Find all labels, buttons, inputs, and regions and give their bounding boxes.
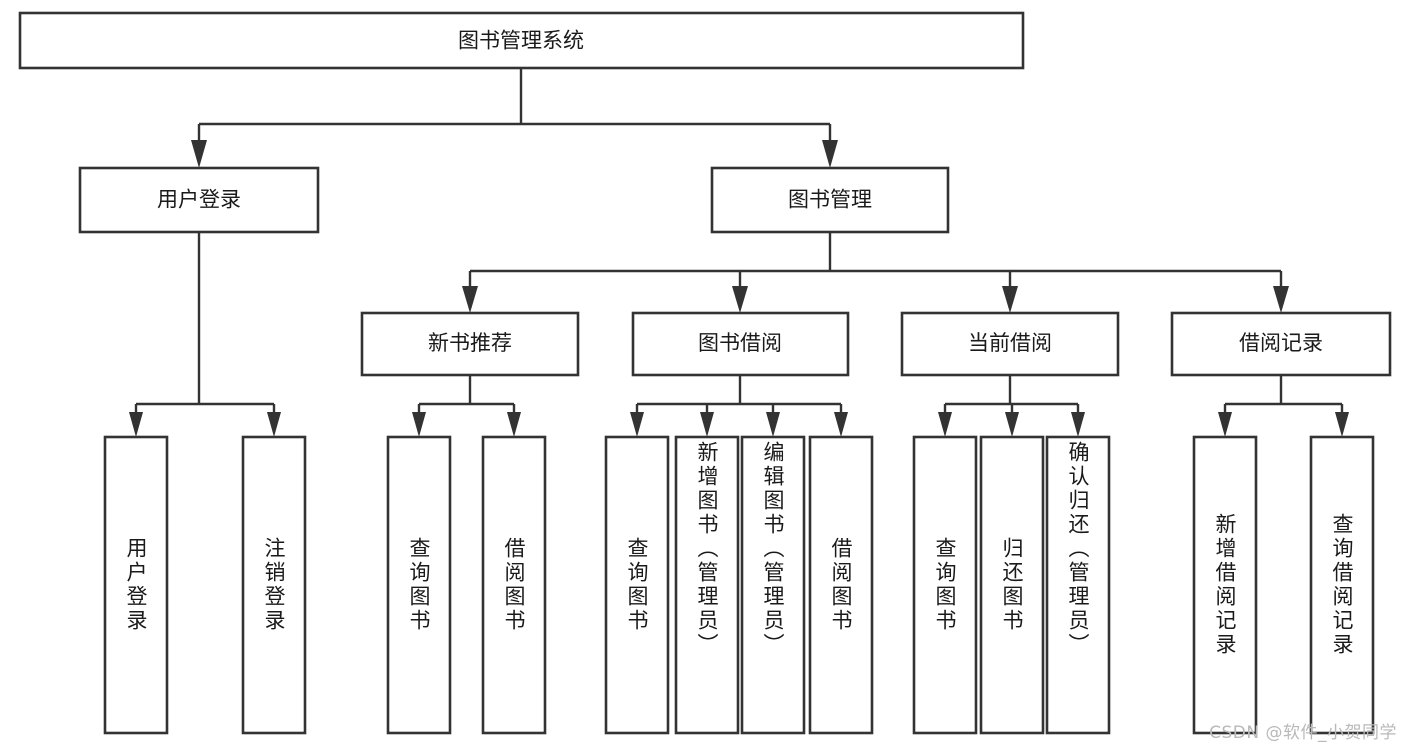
leaf-box-user-login[interactable] <box>103 435 169 735</box>
connector-group-user-login-leaves <box>129 232 281 437</box>
connector-group-new-book-leaves <box>412 375 521 437</box>
arrow-head-leaf-logout <box>267 412 281 437</box>
node-borrow-record-box[interactable] <box>1170 311 1392 377</box>
arrow-head-leaf-borrow-book-2 <box>834 412 848 437</box>
arrow-head-new-book-recommend <box>462 286 478 313</box>
connector-group-current-borrow-leaves <box>938 375 1085 437</box>
arrow-head-borrow-record <box>1273 286 1289 313</box>
arrow-head-leaf-query-record <box>1335 412 1349 437</box>
arrow-head-leaf-return-book <box>1005 412 1019 437</box>
node-current-borrow-box[interactable] <box>900 311 1120 377</box>
leaf-box-query-book-recommend[interactable] <box>386 435 452 735</box>
arrow-head-book-manage <box>822 140 838 168</box>
connector-group-root <box>191 68 838 168</box>
node-new-book-recommend-label: 新书推荐 <box>428 331 512 355</box>
node-book-borrow-label: 图书借阅 <box>698 331 782 355</box>
leaf-box-return-book[interactable] <box>979 435 1045 735</box>
arrow-head-leaf-query-book-3 <box>938 412 952 437</box>
leaf-box-query-borrow-record[interactable] <box>1309 435 1375 735</box>
leaf-box-borrow-book[interactable] <box>808 435 874 735</box>
node-book-manage-label: 图书管理 <box>788 188 872 212</box>
connector-group-book-manage <box>462 232 1289 313</box>
arrow-head-user-login <box>191 140 207 168</box>
node-user-login-box[interactable] <box>78 166 320 234</box>
arrow-head-book-borrow <box>732 286 748 313</box>
arrow-head-leaf-edit-book <box>766 412 780 437</box>
arrow-head-leaf-add-book <box>700 412 714 437</box>
connector-group-book-borrow-leaves <box>630 375 848 437</box>
connector-group-borrow-record-leaves <box>1218 375 1349 437</box>
leaf-box-add-book[interactable] <box>674 435 740 735</box>
node-root-label: 图书管理系统 <box>458 29 584 53</box>
arrow-head-leaf-add-record <box>1218 412 1232 437</box>
node-book-manage-box[interactable] <box>710 166 950 234</box>
leaf-box-borrow-book-recommend[interactable] <box>481 435 547 735</box>
node-new-book-recommend-box[interactable] <box>360 311 580 377</box>
arrow-head-leaf-query-book-2 <box>630 412 644 437</box>
leaf-box-query-book-borrow[interactable] <box>604 435 670 735</box>
node-user-login-label: 用户登录 <box>157 188 241 212</box>
leaf-box-edit-book[interactable] <box>740 435 806 735</box>
leaf-box-confirm-return[interactable] <box>1045 435 1111 735</box>
arrow-head-leaf-borrow-book-1 <box>507 412 521 437</box>
arrow-head-current-borrow <box>1002 286 1018 313</box>
csdn-watermark: CSDN @软件_小贺同学 <box>1209 723 1397 743</box>
arrow-head-leaf-query-book-1 <box>412 412 426 437</box>
node-current-borrow-label: 当前借阅 <box>968 331 1052 355</box>
node-root-box[interactable] <box>18 11 1025 70</box>
leaf-box-logout[interactable] <box>241 435 307 735</box>
arrow-head-leaf-confirm-return <box>1071 412 1085 437</box>
node-book-borrow-box[interactable] <box>631 311 850 377</box>
leaf-box-query-book-current[interactable] <box>912 435 978 735</box>
leaf-box-add-borrow-record[interactable] <box>1192 435 1258 735</box>
arrow-head-leaf-user-login <box>129 412 143 437</box>
node-borrow-record-label: 借阅记录 <box>1239 331 1323 355</box>
